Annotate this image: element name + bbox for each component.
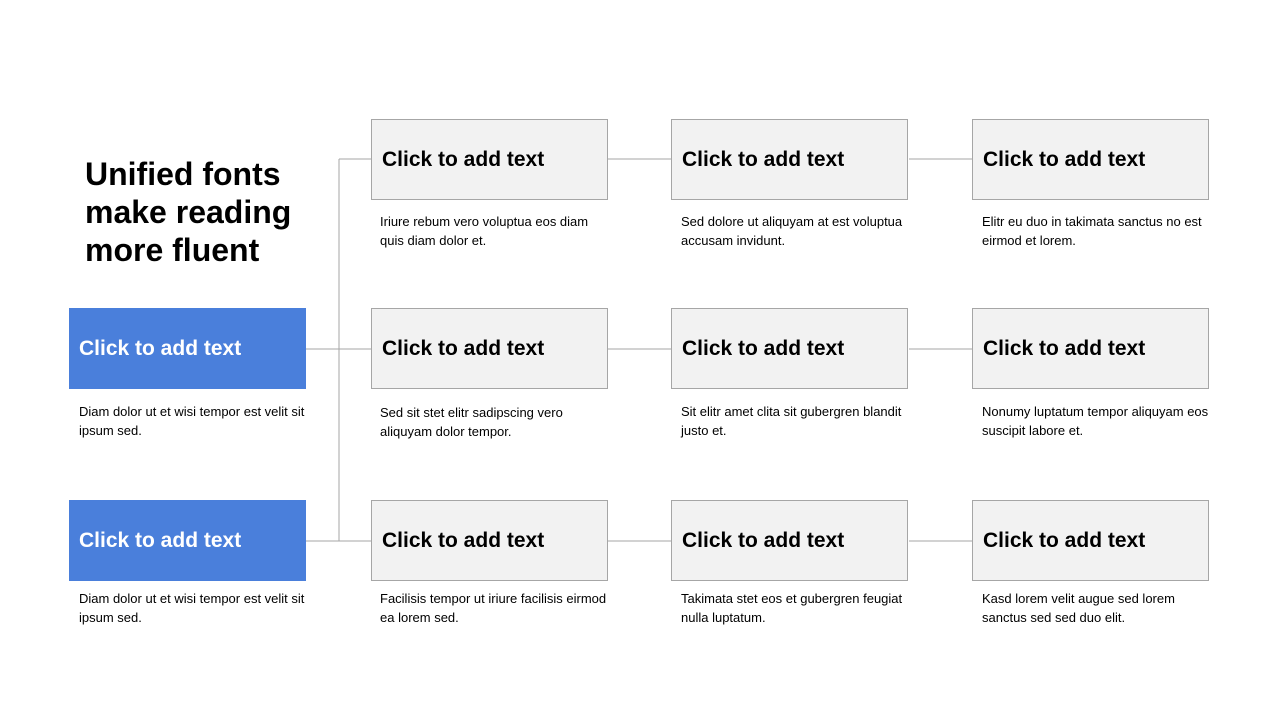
left-node-2[interactable]: Click to add text xyxy=(69,500,306,581)
node-r1-c3-desc: Elitr eu duo in takimata sanctus no est … xyxy=(982,214,1202,248)
left-node-1-desc: Diam dolor ut et wisi tempor est velit s… xyxy=(79,404,305,438)
node-r1-c2-desc: Sed dolore ut aliquyam at est voluptua a… xyxy=(681,214,903,248)
node-r3-c1[interactable]: Click to add text xyxy=(371,500,608,581)
node-r3-c2[interactable]: Click to add text xyxy=(671,500,908,581)
left-node-1[interactable]: Click to add text xyxy=(69,308,306,389)
node-r3-c3-desc: Kasd lorem velit augue sed lorem sanctus… xyxy=(982,591,1175,625)
left-node-2-desc: Diam dolor ut et wisi tempor est velit s… xyxy=(79,591,305,625)
node-r3-c1-desc: Facilisis tempor ut iriure facilisis eir… xyxy=(380,591,607,625)
node-r3-c2-desc: Takimata stet eos et gubergren feugiat n… xyxy=(681,591,903,625)
node-r2-c1-desc: Sed sit stet elitr sadipscing vero aliqu… xyxy=(380,405,563,439)
node-r3-c3[interactable]: Click to add text xyxy=(972,500,1209,581)
node-r1-c1-desc: Iriure rebum vero voluptua eos diam quis… xyxy=(380,214,589,248)
node-r2-c3[interactable]: Click to add text xyxy=(972,308,1209,389)
node-r2-c1[interactable]: Click to add text xyxy=(371,308,608,389)
node-r1-c2[interactable]: Click to add text xyxy=(671,119,908,200)
node-r1-c1[interactable]: Click to add text xyxy=(371,119,608,200)
node-r2-c2-desc: Sit elitr amet clita sit gubergren bland… xyxy=(681,404,902,438)
node-r2-c2[interactable]: Click to add text xyxy=(671,308,908,389)
node-r1-c3[interactable]: Click to add text xyxy=(972,119,1209,200)
node-r2-c3-desc: Nonumy luptatum tempor aliquyam eos susc… xyxy=(982,404,1209,438)
page-title: Unified fonts make reading more fluent xyxy=(85,156,292,268)
